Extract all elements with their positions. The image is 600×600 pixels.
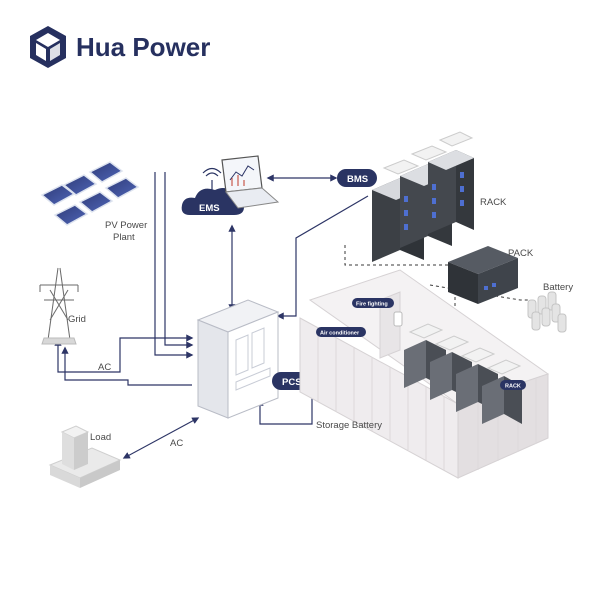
ems-label: EMS [199, 203, 220, 214]
grid-tower-icon [39, 267, 79, 345]
rack-tag: RACK [500, 380, 526, 390]
air-conditioner-label: Air conditioner [320, 331, 360, 337]
storage-container [299, 269, 550, 479]
bms-label: BMS [347, 174, 368, 185]
battery-cells-icon [527, 291, 567, 333]
rack-cabinets [372, 131, 474, 262]
pcs-label: PCS [282, 377, 302, 388]
battery-label: Battery [543, 282, 573, 293]
brand-logo: Hua Power [30, 26, 210, 68]
air-conditioner-tag: Air conditioner [316, 327, 366, 337]
load-building-icon [48, 425, 122, 488]
pcs-cabinet [196, 299, 280, 419]
rack-tag-label: RACK [505, 384, 521, 390]
ac-label-bottom: AC [170, 438, 183, 449]
battery-pack [448, 246, 518, 304]
grid-label: Grid [68, 314, 86, 325]
fire-fighting-tag: Fire fighting [352, 298, 394, 308]
bms-badge: BMS [337, 169, 377, 187]
brand-name: Hua Power [76, 32, 210, 62]
fire-fighting-unit-icon [393, 311, 403, 327]
laptop-icon [221, 155, 280, 209]
ac-label-top: AC [98, 362, 111, 373]
pv-label-line2: Plant [113, 232, 135, 243]
pv-panels: PV Power Plant [40, 161, 147, 243]
fire-fighting-label: Fire fighting [356, 302, 388, 308]
storage-battery-label: Storage Battery [316, 420, 382, 431]
rack-label: RACK [480, 197, 507, 208]
load-label: Load [90, 432, 111, 443]
pv-label-line1: PV Power [105, 220, 147, 231]
pack-label: PACK [508, 248, 534, 259]
